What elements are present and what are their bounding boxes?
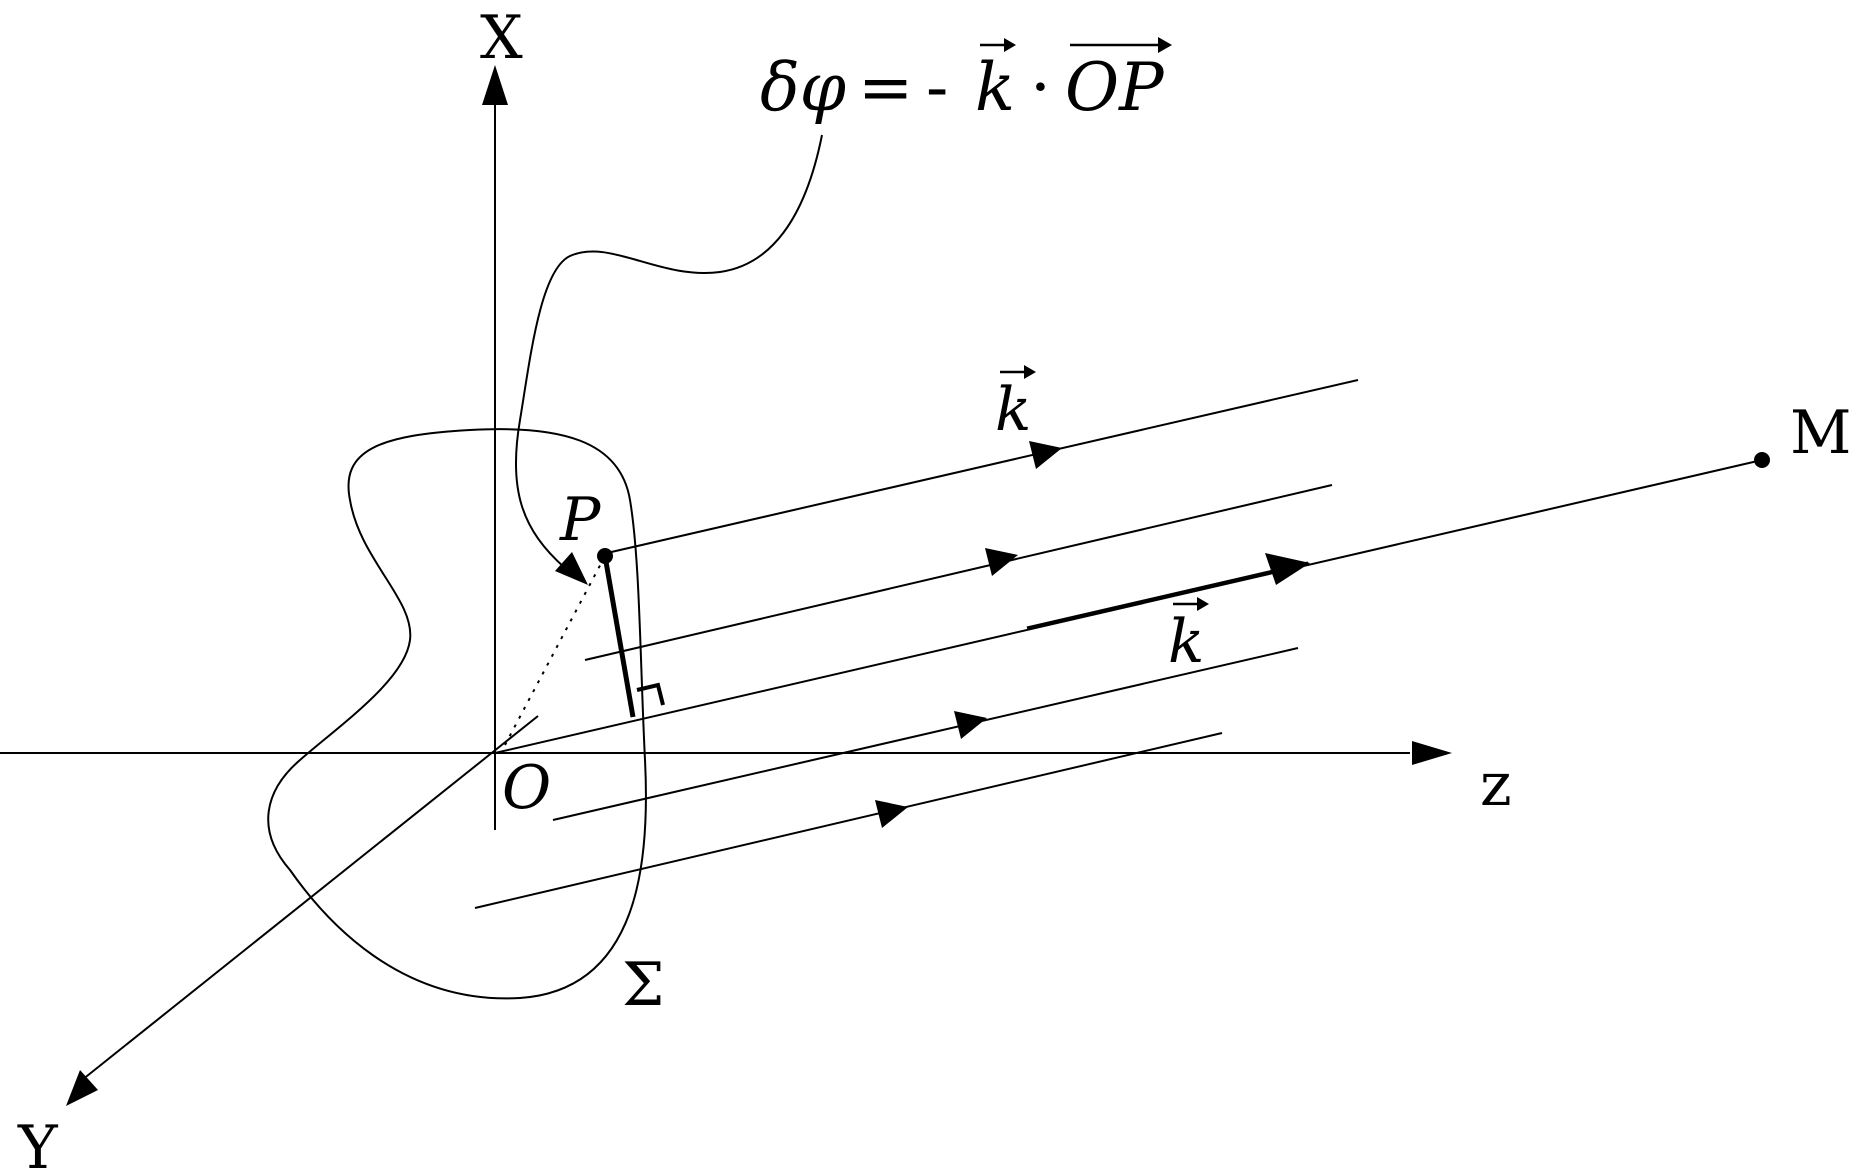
wave-line-3 <box>552 647 1299 821</box>
formula-op: OP <box>1065 49 1165 126</box>
wave-line-2 <box>584 484 1333 661</box>
k-upper-arrow-icon <box>1024 365 1036 379</box>
x-axis-arrowhead <box>482 65 508 105</box>
wave-arrow-1 <box>1029 441 1062 469</box>
y-axis-label: Y <box>17 1113 59 1172</box>
right-angle-marker <box>636 682 665 706</box>
wave-arrow-4 <box>875 800 908 828</box>
y-axis <box>81 715 539 1081</box>
point-p <box>597 548 613 564</box>
wave-vector-k-label-lower: k <box>1168 607 1204 677</box>
formula-minus: - <box>926 49 948 126</box>
wave-arrow-3 <box>954 711 987 739</box>
z-axis-arrowhead <box>1412 741 1452 765</box>
phase-formula: δφ = - k · OP <box>760 37 1172 126</box>
point-p-label: P <box>559 485 602 555</box>
formula-equals: = <box>858 49 913 126</box>
wave-line-4 <box>474 732 1223 909</box>
wave-arrow-center <box>1265 553 1310 585</box>
x-axis-label: X <box>480 3 523 73</box>
surface-sigma-outline <box>267 428 647 1000</box>
point-m-label: M <box>1790 398 1851 468</box>
wave-vector-k-label-upper: k <box>995 375 1031 445</box>
wave-line-to-m <box>494 459 1763 754</box>
wave-vector-k-thick <box>1026 561 1309 630</box>
formula-k: k <box>975 49 1015 126</box>
y-axis-arrowhead <box>66 1070 98 1106</box>
formula-k-arrow-icon <box>1004 38 1016 52</box>
k-lower-arrow-icon <box>1197 597 1209 611</box>
formula-op-arrow-icon <box>1158 37 1172 53</box>
op-dotted-line <box>504 555 606 746</box>
surface-sigma-label: Σ <box>622 950 664 1020</box>
point-m <box>1754 452 1770 468</box>
formula-dot: · <box>1030 49 1051 126</box>
wave-line-1 <box>606 379 1359 554</box>
origin-label: O <box>502 753 551 823</box>
formula-pointer-arrowhead <box>555 552 588 585</box>
perpendicular-segment <box>602 555 636 718</box>
wave-arrow-2 <box>985 548 1018 576</box>
z-axis-label: z <box>1480 750 1512 820</box>
formula-lhs: δφ <box>760 49 846 126</box>
formula-pointer-curve <box>514 134 823 569</box>
